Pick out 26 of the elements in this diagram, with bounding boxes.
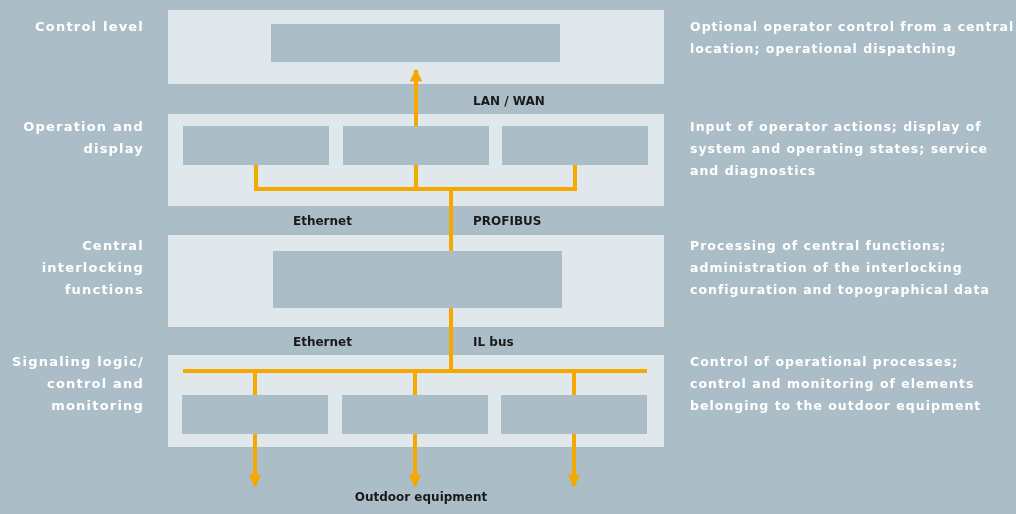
level-description: Control of operational processes; control and monitoring of elements belonging to the outdoor equipment	[690, 353, 983, 415]
network-label: PROFIBUS	[473, 214, 542, 228]
device-box	[183, 126, 329, 165]
device-box	[502, 126, 648, 165]
level-description: Optional operator control from a central location; operational dispatching	[690, 18, 1016, 58]
device-box	[182, 395, 328, 434]
network-label: IL bus	[473, 335, 514, 349]
arrow	[567, 434, 581, 488]
level-name: Operation and display	[22, 118, 144, 158]
level-name: Signaling logic/ control and monitoring	[11, 353, 144, 415]
level-name: Central interlocking functions	[40, 237, 144, 299]
endpoint-label: Outdoor equipment	[345, 490, 497, 510]
level-description: Input of operator actions; display of system and operating states; service and diagnostics	[690, 118, 990, 180]
device-box	[271, 24, 560, 62]
arrow	[248, 434, 262, 488]
device-box	[273, 251, 562, 308]
arrow	[408, 434, 422, 488]
level-description: Processing of central functions; administration of the interlocking configuration and topographical data	[690, 237, 991, 299]
device-box	[342, 395, 488, 434]
arrow	[409, 68, 423, 126]
network-label: Ethernet	[293, 335, 352, 349]
device-box	[343, 126, 489, 165]
network-label: Ethernet	[293, 214, 352, 228]
network-label: LAN / WAN	[473, 94, 545, 108]
device-box	[501, 395, 647, 434]
level-name: Control level	[34, 18, 144, 36]
